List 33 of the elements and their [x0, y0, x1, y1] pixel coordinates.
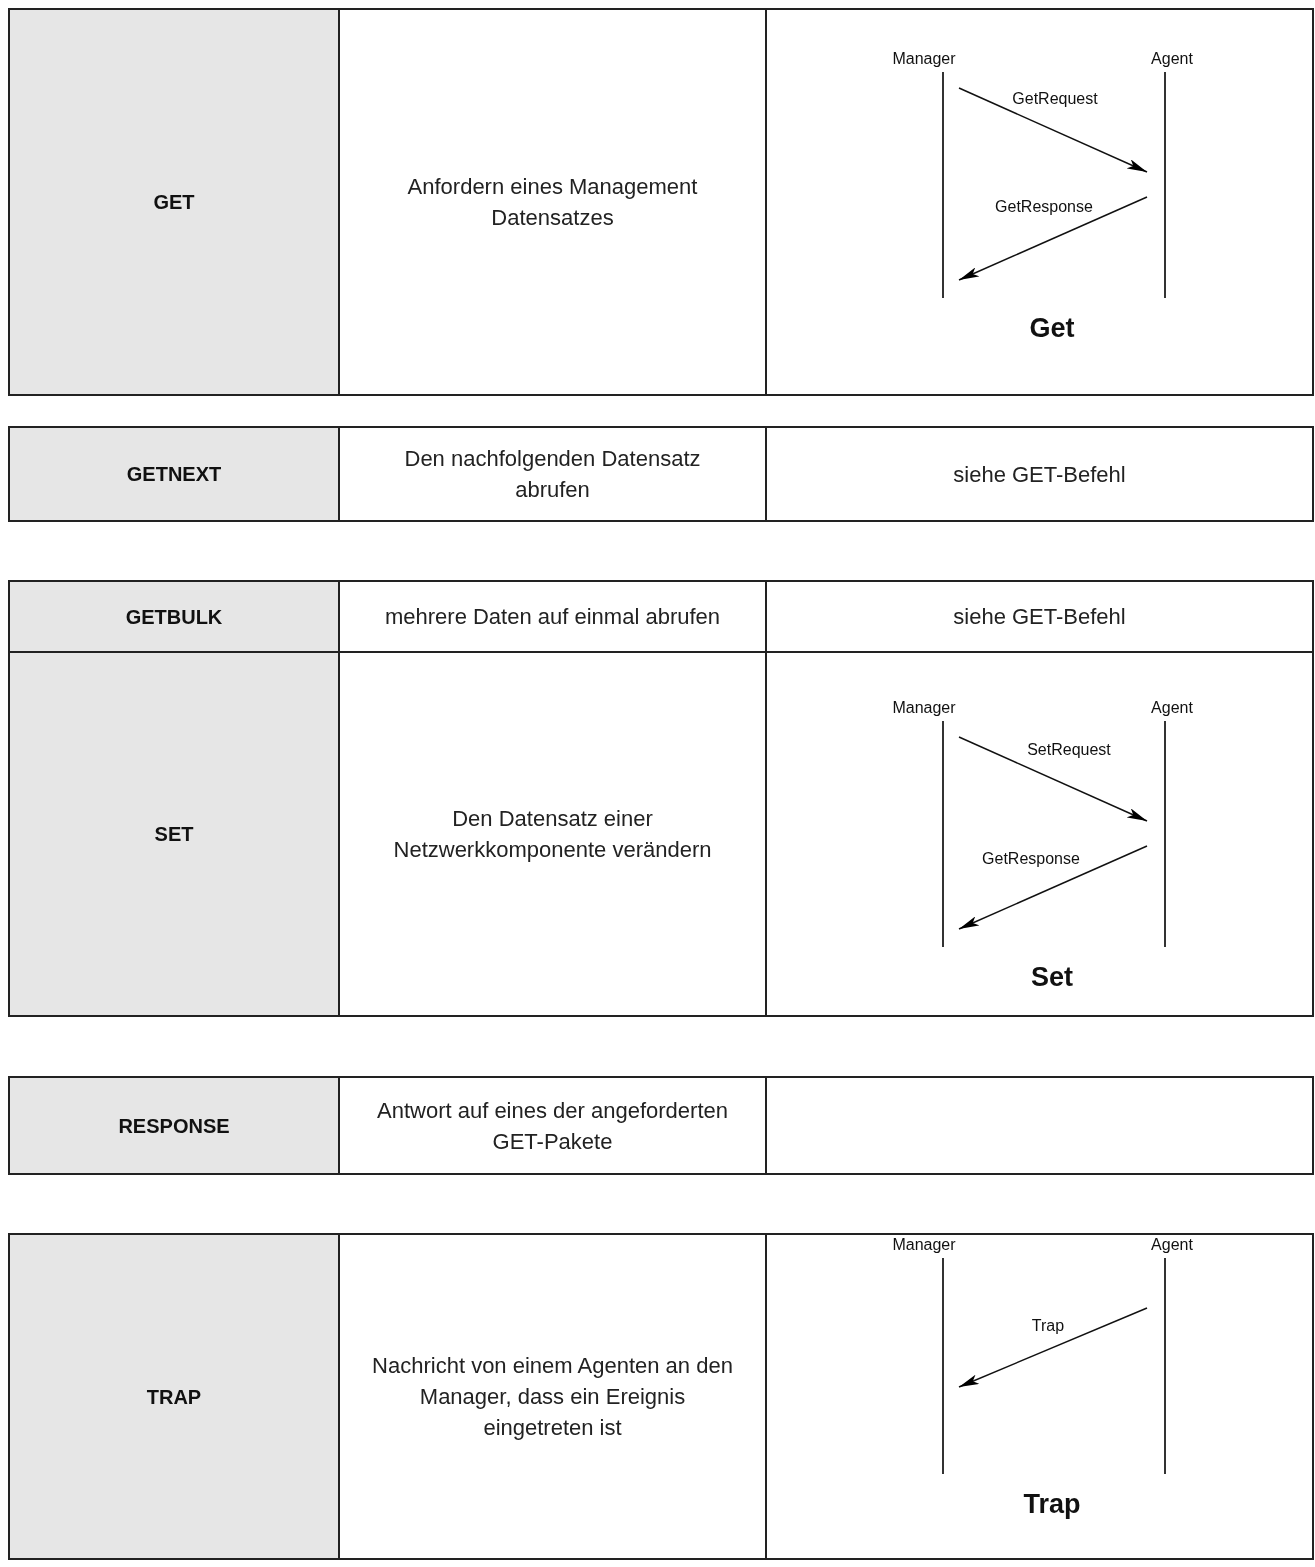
- command-name: SET: [154, 822, 194, 847]
- reference-text: siehe GET-Befehl: [953, 460, 1126, 489]
- edge-label: GetResponse: [981, 850, 1081, 868]
- command-name: TRAP: [146, 1384, 202, 1410]
- command-name: GET: [153, 190, 195, 215]
- lifeline: Manager: [889, 698, 959, 947]
- description-text: Nachricht von einem Agenten an den Manager, dass ein Ereignis eingetreten ist: [372, 1352, 733, 1442]
- lifeline: Agent: [1147, 49, 1197, 298]
- lifeline: Agent: [1147, 1235, 1197, 1474]
- message-arrow: [958, 196, 1148, 281]
- description-text: Antwort auf eines der angeforderten GET-Pakete: [376, 1096, 729, 1156]
- lifeline: Agent: [1147, 698, 1197, 947]
- message-arrow: [958, 736, 1148, 822]
- operation-label: Set: [1031, 962, 1073, 992]
- description-text: mehrere Daten auf einmal abrufen: [384, 603, 721, 631]
- edge-label: SetRequest: [1026, 741, 1112, 759]
- edge-label: Trap: [1030, 1317, 1066, 1335]
- command-name: GETNEXT: [126, 462, 222, 487]
- description-text: Den Datensatz einer Netzwerkkomponente verändern: [392, 805, 713, 864]
- message-arrow: [958, 1307, 1148, 1388]
- operation-label: Trap: [1023, 1489, 1081, 1519]
- description-text: Den nachfolgenden Datensatz abrufen: [403, 445, 702, 504]
- command-name: GETBULK: [125, 604, 223, 630]
- edge-label: GetRequest: [1011, 90, 1099, 108]
- message-arrow: [958, 87, 1148, 173]
- reference-text: siehe GET-Befehl: [953, 603, 1126, 631]
- message-arrow: [958, 845, 1148, 930]
- lifeline: Manager: [889, 49, 959, 298]
- description-text: Anfordern eines Management Datensatzes: [406, 173, 699, 232]
- operation-label: Get: [1029, 313, 1075, 343]
- command-name: RESPONSE: [118, 1113, 230, 1139]
- edge-label: GetResponse: [994, 198, 1094, 216]
- lifeline: Manager: [889, 1235, 959, 1474]
